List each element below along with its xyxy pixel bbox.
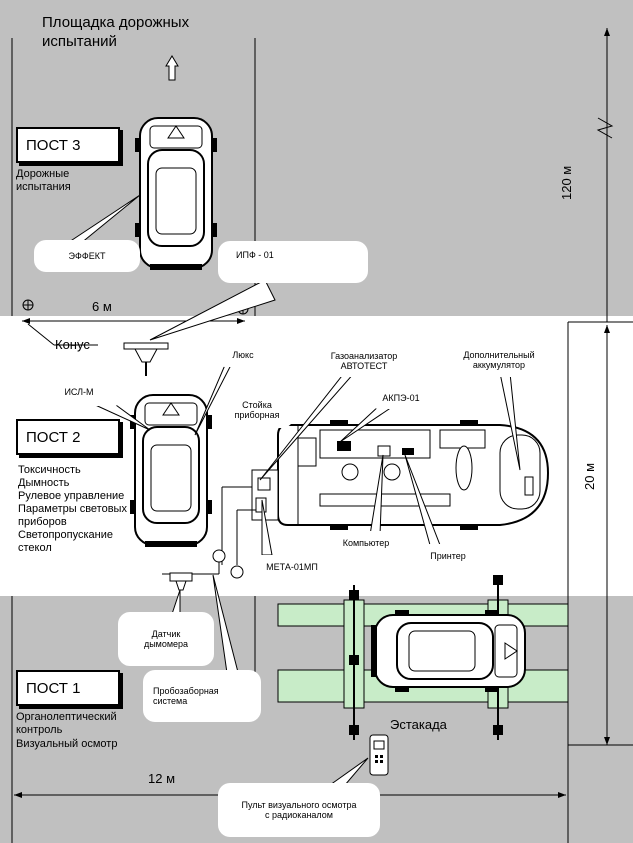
post3-desc-1: Дорожные <box>16 168 70 180</box>
callout-sampling-line2: система <box>153 696 188 706</box>
dimension-6m: 6 м <box>92 299 112 314</box>
callout-lux: Люкс <box>213 343 273 367</box>
target-icon <box>22 299 34 311</box>
callout-stand-line1: Стойка <box>242 399 272 410</box>
cone-device <box>123 342 169 376</box>
page-title-line1: Площадка дорожных <box>42 14 190 31</box>
callout-battery-line2: аккумулятор <box>472 360 526 370</box>
post3-desc-2: испытания <box>16 181 71 193</box>
post2-desc-5: приборов <box>18 516 67 528</box>
dimension-120m: 120 м <box>559 165 574 200</box>
callout-gas-analyzer: Газоанализатор АВТОТЕСТ <box>310 345 418 377</box>
remote-control <box>369 734 389 776</box>
callout-stand: Стойка приборная <box>220 392 294 428</box>
callout-printer: Принтер <box>418 544 478 568</box>
post2-label: ПОСТ 2 <box>16 419 120 455</box>
callout-extra-battery: Дополнительный аккумулятор <box>440 343 558 377</box>
post3-label: ПОСТ 3 <box>16 127 120 163</box>
callout-akpe: АКПЭ-01 <box>368 387 434 409</box>
callout-remote: Пульт визуального осмотра с радиоканалом <box>218 783 380 837</box>
callout-computer: Компьютер <box>323 531 409 555</box>
smoke-sensor <box>162 549 244 591</box>
post1-label: ПОСТ 1 <box>16 670 120 706</box>
callout-effekt: ЭФФЕКТ <box>34 240 140 272</box>
callout-stand-line2: приборная <box>234 410 280 420</box>
cone-label: Конус <box>55 337 90 352</box>
callout-gas-line1: Газоанализатор <box>330 350 398 361</box>
callout-ipf: ИПФ - 01 <box>218 241 368 283</box>
page-title-line2: испытаний <box>42 33 117 50</box>
post2-desc-1: Токсичность <box>18 464 81 476</box>
post2-desc-7: стекол <box>18 542 52 554</box>
car-post3 <box>135 117 217 270</box>
callout-sampling-line1: Пробозаборная <box>153 685 219 696</box>
post1-desc-3: Визуальный осмотр <box>16 738 118 750</box>
estakada-label: Эстакада <box>390 717 447 732</box>
dimension-12m: 12 м <box>148 771 176 786</box>
arrow-up-icon <box>165 55 179 81</box>
callout-remote-line1: Пульт визуального осмотра <box>241 799 357 810</box>
post2-desc-6: Светопропускание <box>18 529 113 541</box>
callout-gas-line2: АВТОТЕСТ <box>340 361 388 371</box>
post1-desc-2: контроль <box>16 724 63 736</box>
callout-smoke-line2: дымомера <box>143 639 189 649</box>
car-post2 <box>130 394 212 547</box>
post1-desc-1: Органолептический <box>16 711 117 723</box>
callout-smoke-sensor: Датчик дымомера <box>118 612 214 666</box>
callout-sampling: Пробозаборная система <box>143 670 261 722</box>
post2-desc-2: Дымность <box>18 477 70 489</box>
callout-smoke-line1: Датчик <box>151 628 181 639</box>
callout-isl: ИСЛ-М <box>33 378 125 406</box>
callout-battery-line1: Дополнительный <box>463 349 535 360</box>
dimension-20m: 20 м <box>582 462 597 490</box>
callout-remote-line2: с радиоканалом <box>265 810 333 820</box>
post2-desc-3: Рулевое управление <box>18 490 125 502</box>
car-post1 <box>371 610 526 692</box>
callout-meta: МЕТА-01МП <box>249 555 335 579</box>
post2-desc-4: Параметры световых <box>18 503 127 515</box>
instrument-stand <box>221 469 279 565</box>
